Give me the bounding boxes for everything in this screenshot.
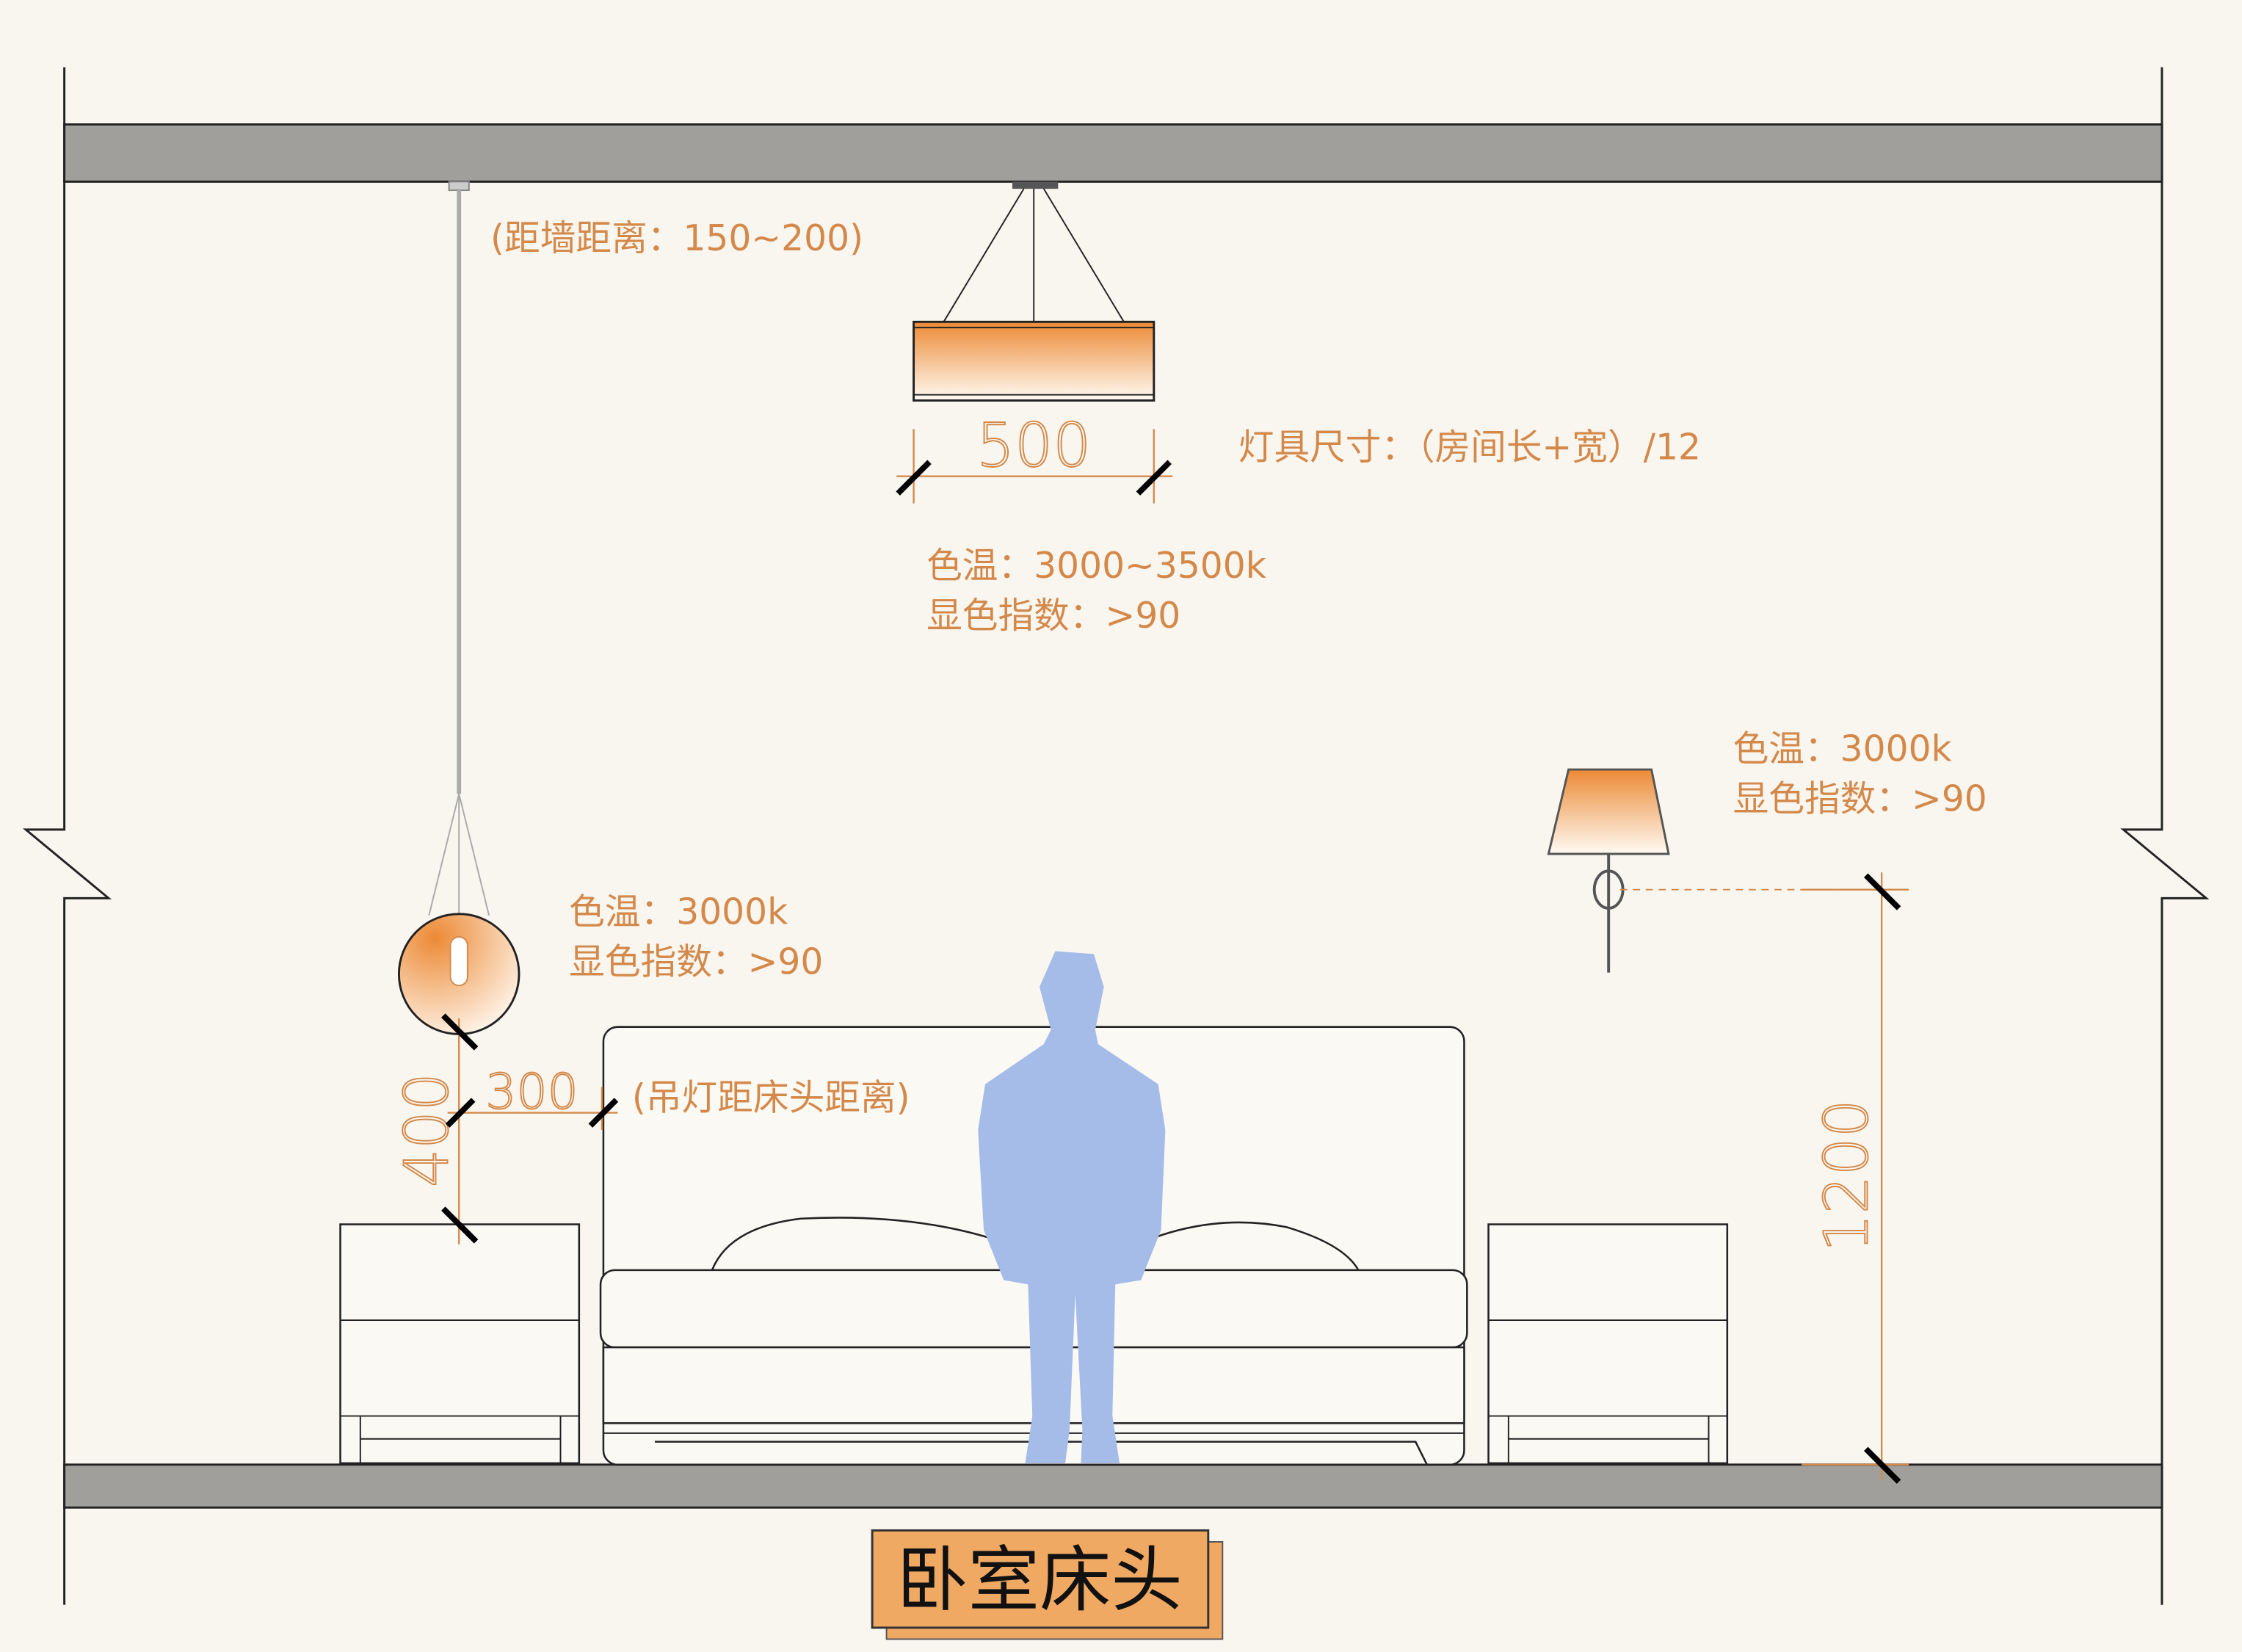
chandelier-cri: 显色指数：>90 xyxy=(926,595,1180,637)
dimension-label-400: 400 xyxy=(393,1073,462,1187)
right-wall xyxy=(2120,67,2210,1605)
pendant-headboard-distance-note: (吊灯距床头距离) xyxy=(632,1078,910,1119)
chandelier xyxy=(913,181,1156,402)
dimension-label-1200: 1200 xyxy=(1813,1099,1882,1252)
nightstand-left xyxy=(339,1223,581,1465)
fixture-size-note: 灯具尺寸：（房间长+宽）/12 xyxy=(1238,427,1701,468)
drawing-title: 卧室床头 xyxy=(896,1539,1182,1622)
ceiling-slab xyxy=(63,123,2163,183)
dimension-sconce-height: 1200 xyxy=(1619,872,1909,1484)
pendant-cri: 显色指数：>90 xyxy=(569,942,823,983)
nightstand-right xyxy=(1487,1223,1729,1465)
title-box: 卧室床头 xyxy=(871,1529,1224,1640)
wall-distance-note: (距墙距离：150~200) xyxy=(490,218,863,259)
person-silhouette xyxy=(978,951,1166,1463)
dimension-label-500: 500 xyxy=(976,411,1091,481)
sconce-color-temp: 色温：3000k xyxy=(1733,728,1953,769)
sconce-cri: 显色指数：>90 xyxy=(1733,779,1987,820)
pendant-color-temp: 色温：3000k xyxy=(569,891,788,932)
dimension-pendant-height: 400 xyxy=(392,1013,479,1245)
floor-slab xyxy=(63,1463,2163,1509)
dimension-label-300: 300 xyxy=(485,1064,578,1120)
chandelier-color-temp: 色温：3000~3500k xyxy=(926,546,1267,587)
left-wall xyxy=(23,67,112,1605)
dimension-pendant-offset: 300 xyxy=(445,1063,619,1130)
dimension-chandelier-width: 500 xyxy=(896,410,1173,504)
